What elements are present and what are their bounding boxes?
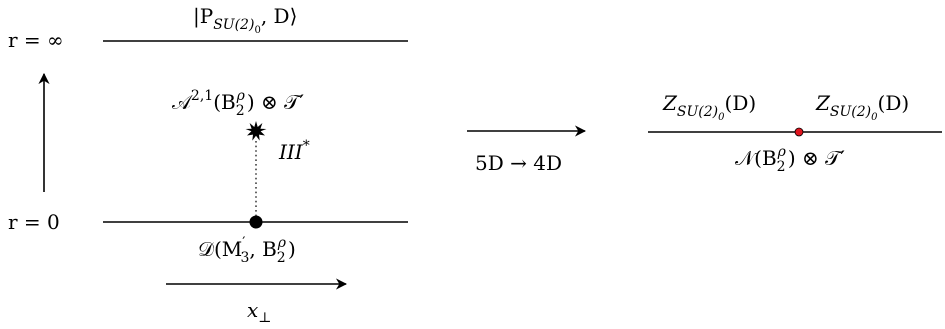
interface-theory-label: 𝒩(B2ρ) ⊗ 𝒯′ — [735, 144, 845, 175]
x-perp-label: x⊥ — [247, 298, 271, 326]
bulk-theory-label: 𝒜2,1(B2ρ) ⊗ 𝒯′ — [172, 88, 304, 119]
left-partition-function: ZSU(2)0(D) — [662, 91, 756, 123]
singularity-label: III* — [278, 138, 310, 164]
r-infinity-label: r = ∞ — [8, 28, 64, 52]
r-zero-label: r = 0 — [8, 210, 60, 234]
interface-defect-dot — [794, 127, 804, 137]
bottom-boundary-label: 𝒟(M′3, B2ρ) — [198, 235, 296, 266]
defect-dot — [249, 215, 263, 229]
singularity-star-icon — [245, 121, 267, 141]
top-boundary-state: |PSU(2)0, D⟩ — [193, 4, 297, 36]
reduction-label: 5D → 4D — [475, 151, 562, 175]
right-partition-function: ZSU(2)0(D) — [815, 91, 909, 123]
